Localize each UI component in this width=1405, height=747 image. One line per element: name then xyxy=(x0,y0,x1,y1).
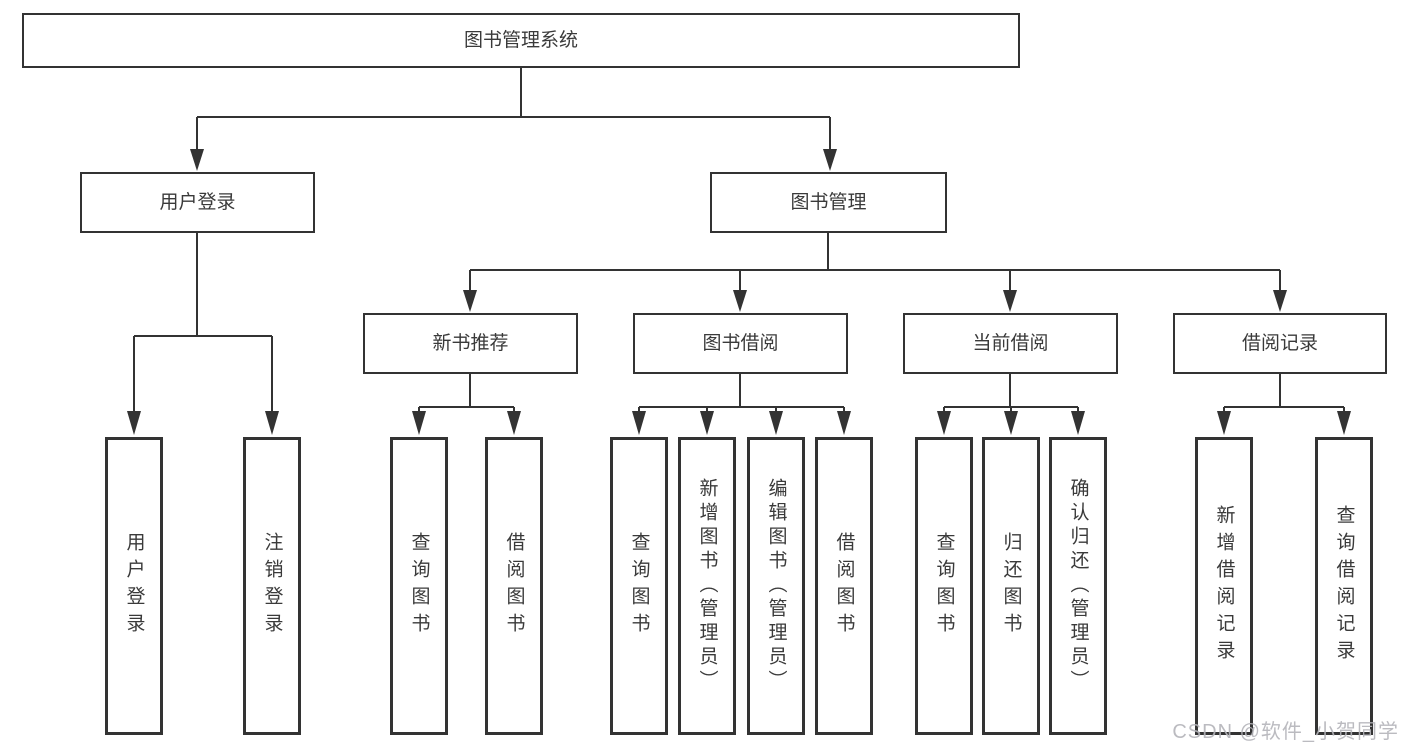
leaf-borrow-books-recommend: 借阅图书 xyxy=(485,437,543,735)
node-user-login: 用户登录 xyxy=(80,172,315,233)
node-library-system: 图书管理系统 xyxy=(22,13,1020,68)
leaf-edit-book-admin: 编辑图书（管理员） xyxy=(747,437,805,735)
leaf-logout: 注销登录 xyxy=(243,437,301,735)
leaf-return-book: 归还图书 xyxy=(982,437,1040,735)
leaf-query-books-borrow: 查询图书 xyxy=(610,437,668,735)
leaf-add-borrow-record: 新增借阅记录 xyxy=(1195,437,1253,735)
node-book-management: 图书管理 xyxy=(710,172,947,233)
csdn-watermark: CSDN @软件_小贺同学 xyxy=(1172,721,1399,743)
leaf-confirm-return-admin: 确认归还（管理员） xyxy=(1049,437,1107,735)
node-new-book-recommend: 新书推荐 xyxy=(363,313,578,374)
leaf-user-login: 用户登录 xyxy=(105,437,163,735)
leaf-query-books-recommend: 查询图书 xyxy=(390,437,448,735)
leaf-query-borrow-record: 查询借阅记录 xyxy=(1315,437,1373,735)
leaf-add-book-admin: 新增图书（管理员） xyxy=(678,437,736,735)
node-book-borrow: 图书借阅 xyxy=(633,313,848,374)
leaf-borrow-books: 借阅图书 xyxy=(815,437,873,735)
leaf-query-books-current: 查询图书 xyxy=(915,437,973,735)
node-borrow-records: 借阅记录 xyxy=(1173,313,1387,374)
node-current-borrow: 当前借阅 xyxy=(903,313,1118,374)
